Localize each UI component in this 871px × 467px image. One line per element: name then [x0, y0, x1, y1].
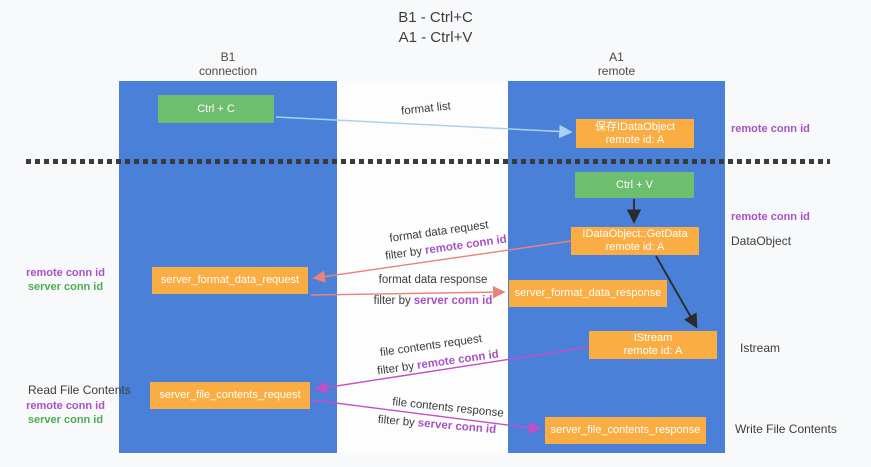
right-column-role: remote — [597, 64, 636, 78]
server-conn-id-left-bottom: server conn id — [27, 414, 104, 426]
server-conn-id-filter-format: server conn id — [413, 295, 493, 307]
getdata-line1: IDataObject::GetData — [582, 228, 688, 240]
right-column-header: A1 remote — [508, 50, 725, 78]
server-format-data-response-box: server_format_data_response — [509, 280, 667, 307]
server-format-data-request-box: server_format_data_request — [152, 267, 308, 294]
server-file-contents-request-label: server_file_contents_request — [159, 389, 301, 401]
getdata-line2: remote id: A — [605, 241, 665, 253]
server-file-contents-response-box: server_file_contents_response — [545, 417, 706, 444]
ctrl-v-box: Ctrl + V — [575, 172, 694, 198]
dataobject-label: DataObject — [731, 234, 792, 248]
format-data-response-label: format data response — [378, 274, 488, 286]
remote-conn-id-mid-right: remote conn id — [731, 211, 810, 223]
title-line-1: B1 - Ctrl+C — [398, 9, 473, 26]
save-dataobject-line2: remote id: A — [605, 133, 665, 146]
write-file-contents-label: Write File Contents — [735, 422, 837, 436]
istream-box: IStream remote id: A — [589, 331, 717, 359]
istream-line1: IStream — [633, 332, 673, 344]
server-conn-id-left: server conn id — [27, 281, 104, 293]
column-gap-strip — [337, 81, 508, 453]
title-line-2: A1 - Ctrl+V — [398, 29, 473, 46]
filter-by-text: filter by — [373, 295, 411, 307]
ctrl-c-box: Ctrl + C — [158, 95, 274, 123]
istream-side-label: Istream — [740, 341, 781, 355]
remote-conn-id-left: remote conn id — [26, 267, 105, 279]
left-column-name: B1 — [220, 50, 236, 64]
left-column-header: B1 connection — [119, 50, 337, 78]
server-file-contents-response-label: server_file_contents_response — [550, 424, 701, 436]
read-file-contents-label: Read File Contents — [28, 383, 131, 397]
diagram-title: B1 - Ctrl+C A1 - Ctrl+V — [0, 8, 871, 48]
server-file-contents-request-box: server_file_contents_request — [150, 382, 310, 409]
left-column-role: connection — [198, 64, 258, 78]
server-format-data-response-label: server_format_data_response — [514, 287, 662, 299]
istream-line2: remote id: A — [623, 345, 683, 357]
right-column-name: A1 — [609, 50, 624, 64]
ctrl-v-label: Ctrl + V — [616, 178, 653, 191]
left-conn-id-group-bottom: remote conn id server conn id — [18, 399, 113, 427]
save-dataobject-line1: 保存IDataObject — [594, 120, 676, 133]
ctrl-c-label: Ctrl + C — [197, 102, 235, 115]
save-dataobject-box: 保存IDataObject remote id: A — [576, 119, 694, 148]
server-format-data-request-label: server_format_data_request — [160, 274, 300, 286]
left-conn-id-group: remote conn id server conn id — [18, 266, 113, 294]
idataobject-getdata-box: IDataObject::GetData remote id: A — [571, 227, 699, 255]
phase-separator-dashed-line — [26, 159, 830, 164]
remote-conn-id-top-right: remote conn id — [731, 123, 810, 135]
remote-conn-id-left-bottom: remote conn id — [26, 400, 105, 412]
